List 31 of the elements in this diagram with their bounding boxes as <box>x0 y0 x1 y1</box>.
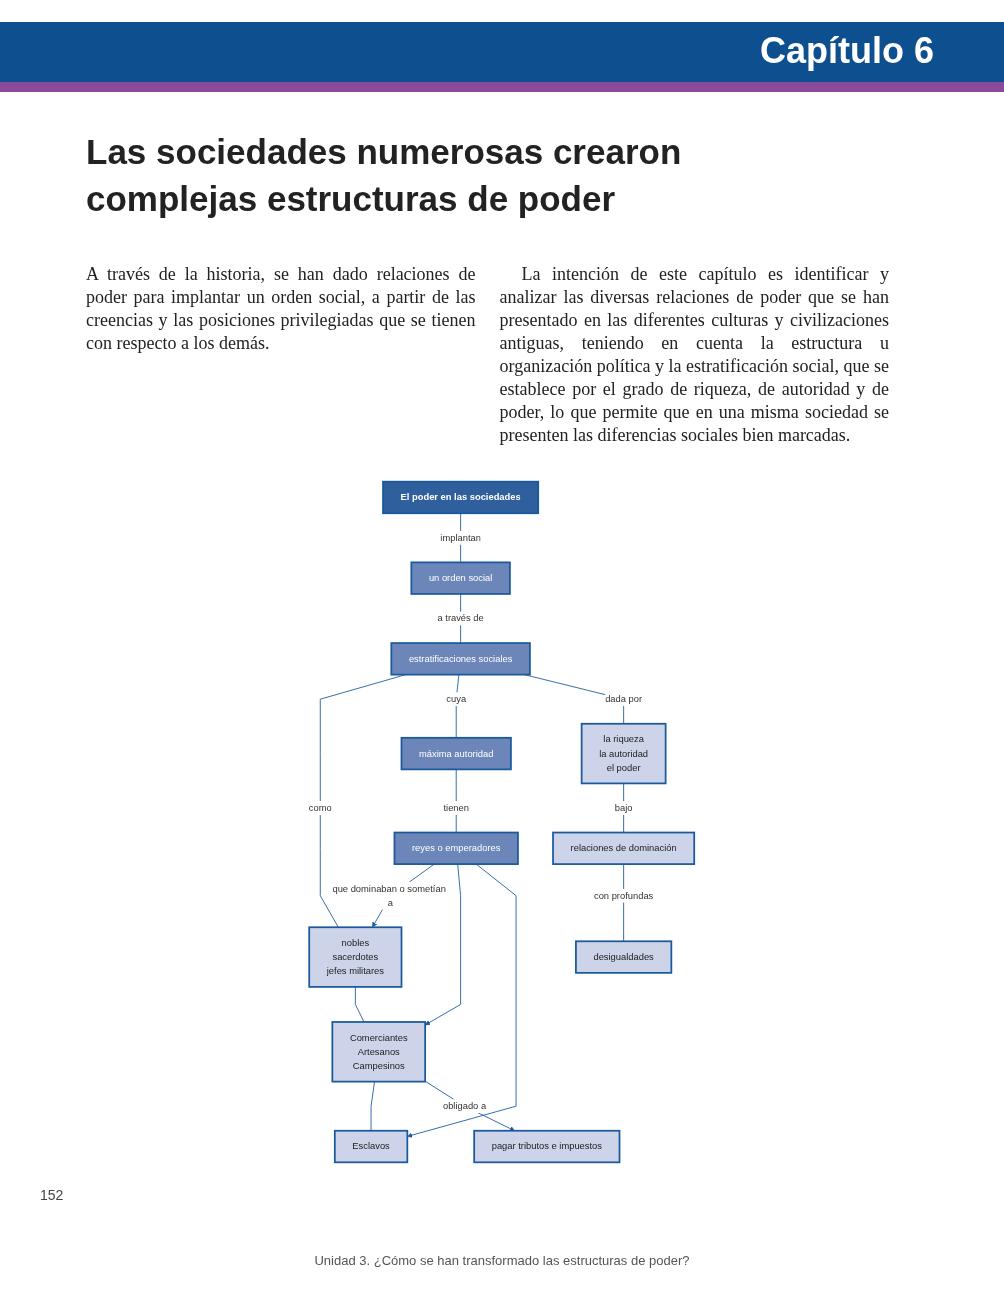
footer-text: Unidad 3. ¿Cómo se han transformado las estructuras de poder? <box>313 1252 691 1268</box>
node-box: Comerciantes Artesanos Campesinos <box>331 1020 427 1082</box>
edge-label: dada por <box>605 693 643 704</box>
node-box: Esclavos <box>334 1129 409 1163</box>
edge-label: tienen <box>443 802 470 813</box>
edge-label: obligado a <box>443 1100 487 1111</box>
node-box: reyes o emperadores <box>394 831 520 865</box>
page-title: Las sociedades numerosas crearon complejas estructuras de poder <box>86 131 683 221</box>
node-box: la riqueza la autoridad el poder <box>581 722 667 784</box>
edge-label: que dominaban o sometían a <box>332 882 447 907</box>
node-box: un orden social <box>410 561 512 595</box>
node-box: pagar tributos e impuestos <box>473 1129 621 1163</box>
edge-label: implantan <box>440 532 482 542</box>
node-box: desigualdades <box>575 939 673 974</box>
chapter-heading: Capítulo 6 <box>760 30 934 72</box>
edge-label: bajo <box>615 802 633 813</box>
edge-label: con profundas <box>594 889 654 900</box>
page-number: 152 <box>40 1186 65 1203</box>
node-box: El poder en las sociedades <box>382 480 540 514</box>
connector <box>355 985 365 1022</box>
edge-label: cuya <box>446 693 467 704</box>
connector <box>371 1080 376 1131</box>
connector <box>456 673 460 738</box>
node-box: nobles sacerdotes jefes militares <box>308 925 403 988</box>
node-box: relaciones de dominación <box>552 831 696 865</box>
body-paragraph: A través de la historia, se han dado relaciones de poder para implantar un orden social, a partir de las creencias y las posiciones privilegiadas que se tienen con respecto a los demás. <box>86 262 476 355</box>
node-box: máxima autoridad <box>401 736 513 770</box>
edge-label: a través de <box>437 612 485 623</box>
body-paragraph: La intención de este capítulo es identificar y analizar las diversas relaciones de poder que se han presentado en las diferentes culturas y civilizaciones antiguas, teniendo en cuenta la estructura u organización política y la estratificación social, que se establece por el grado de riqueza, de autoridad y de poder, lo que permite que en una misma sociedad se presenten las diferencias sociales bien marcadas. <box>499 262 889 447</box>
edge-label: como <box>309 802 333 813</box>
node-box: estratificaciones sociales <box>390 641 532 675</box>
